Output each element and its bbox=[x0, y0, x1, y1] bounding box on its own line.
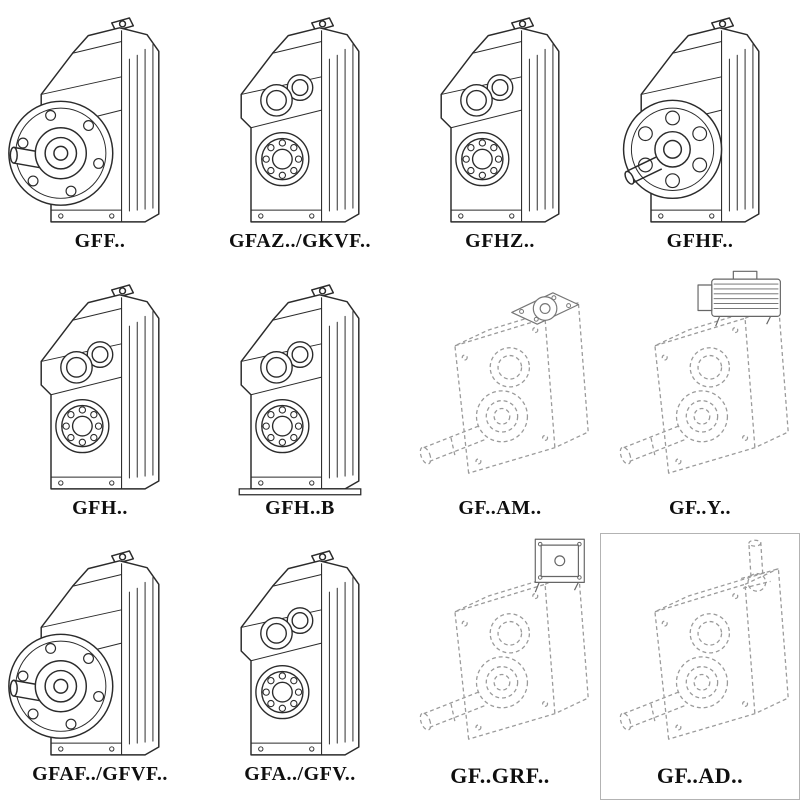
cell-gff: GFF.. bbox=[0, 0, 200, 267]
drawing-gf-am bbox=[400, 267, 600, 499]
model-label-gff: GFF.. bbox=[74, 230, 126, 252]
drawing-gfhf bbox=[600, 0, 800, 232]
cell-gfaz-gkvf: GFAZ../GKVF.. bbox=[200, 0, 400, 267]
model-label-gf-y: GF..Y.. bbox=[668, 496, 732, 519]
drawing-gf-y bbox=[600, 267, 800, 499]
model-label-gfaz-gkvf: GFAZ../GKVF.. bbox=[228, 230, 372, 252]
drawing-gf-ad bbox=[600, 533, 800, 765]
model-label-gfhz: GFHZ.. bbox=[465, 230, 535, 252]
drawing-gfh-b bbox=[200, 267, 400, 499]
model-label-gf-ad: GF..AD.. bbox=[656, 763, 744, 789]
drawing-gfhz bbox=[400, 0, 600, 232]
cell-gfhz: GFHZ.. bbox=[400, 0, 600, 267]
cell-gfhf: GFHF.. bbox=[600, 0, 800, 267]
model-label-gfa-gfv: GFA../GFV.. bbox=[244, 763, 356, 786]
model-label-gfh: GFH.. bbox=[72, 496, 128, 519]
drawing-gff bbox=[0, 0, 200, 232]
model-label-gf-am: GF..AM.. bbox=[458, 496, 542, 519]
model-label-gfhf: GFHF.. bbox=[666, 230, 734, 252]
model-label-gfaf-gfvf: GFAF../GFVF.. bbox=[32, 763, 168, 786]
cell-gf-y: GF..Y.. bbox=[600, 267, 800, 534]
cell-gf-am: GF..AM.. bbox=[400, 267, 600, 534]
drawing-gfaf-gfvf bbox=[0, 533, 200, 765]
model-label-gfh-b: GFH..B bbox=[265, 496, 335, 519]
drawing-gfaz-gkvf bbox=[200, 0, 400, 232]
model-label-gf-grf: GF..GRF.. bbox=[450, 763, 550, 789]
cell-gfaf-gfvf: GFAF../GFVF.. bbox=[0, 533, 200, 800]
cell-gf-ad: GF..AD.. bbox=[600, 533, 800, 800]
drawing-gfh bbox=[0, 267, 200, 499]
cell-gfh-b: GFH..B bbox=[200, 267, 400, 534]
drawing-gfa-gfv bbox=[200, 533, 400, 765]
cell-gfa-gfv: GFA../GFV.. bbox=[200, 533, 400, 800]
cell-gfh: GFH.. bbox=[0, 267, 200, 534]
drawing-gf-grf bbox=[400, 533, 600, 765]
cell-gf-grf: GF..GRF.. bbox=[400, 533, 600, 800]
